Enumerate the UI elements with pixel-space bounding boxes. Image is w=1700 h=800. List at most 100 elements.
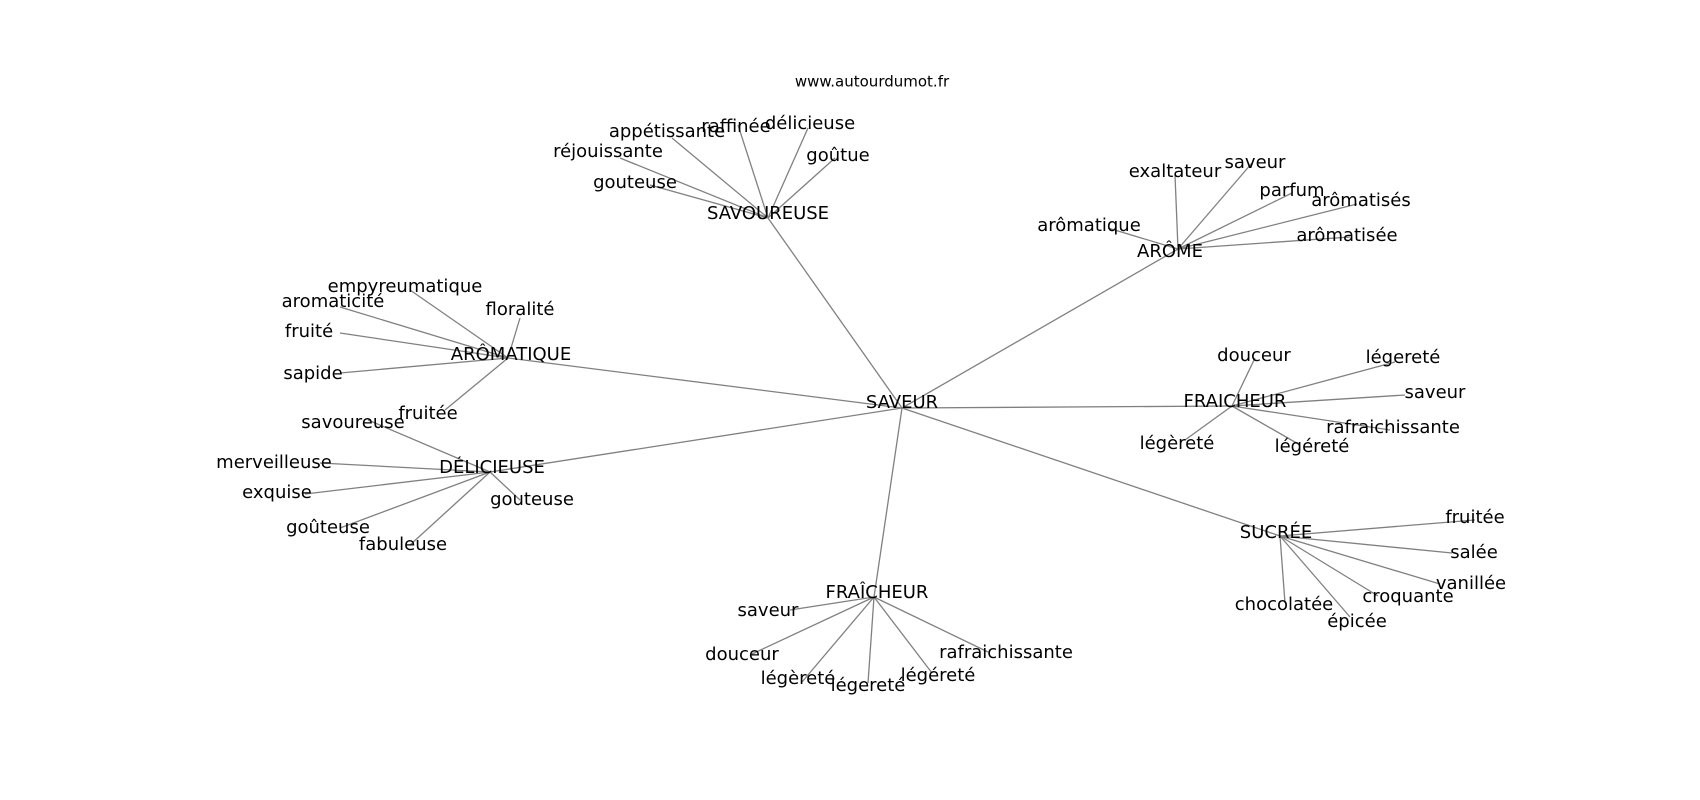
edge-sucree-2 <box>1279 535 1441 585</box>
edge-savoureuse-0 <box>671 137 769 219</box>
word-node-fraicheur1-3[interactable]: rafraichissante <box>1326 417 1460 438</box>
word-node-savoureuse-5[interactable]: gouteuse <box>593 172 677 193</box>
edge-aromatique-3 <box>339 332 509 359</box>
edge-arome-0 <box>1174 174 1179 250</box>
word-node-savoureuse-4[interactable]: goûtue <box>806 145 869 166</box>
word-node-sucree-4[interactable]: chocolatée <box>1235 594 1333 615</box>
site-watermark: www.autourdumot.fr <box>795 73 950 91</box>
word-node-fraicheur2-1[interactable]: douceur <box>705 644 779 665</box>
edge-delicieuse-0 <box>367 419 491 473</box>
word-node-savoureuse-0[interactable]: appétissante <box>609 121 725 142</box>
edge-center-fraicheur2 <box>873 407 903 598</box>
hub-node-fraicheur1[interactable]: FRAICHEUR <box>1184 391 1287 412</box>
word-node-fraicheur2-4[interactable]: légereté <box>831 675 906 696</box>
edge-sucree-4 <box>1279 535 1286 604</box>
word-node-fraicheur1-5[interactable]: légéreté <box>1275 436 1350 457</box>
word-node-aromatique-2[interactable]: floralité <box>486 299 555 320</box>
word-node-delicieuse-3[interactable]: gouteuse <box>490 489 574 510</box>
edge-sucree-5 <box>1279 535 1351 618</box>
word-node-aromatique-5[interactable]: fruitée <box>398 403 457 424</box>
edge-fraicheur1-3 <box>1231 405 1391 431</box>
word-node-savoureuse-1[interactable]: raffinée <box>701 116 770 137</box>
edge-delicieuse-3 <box>489 471 521 501</box>
edge-delicieuse-2 <box>304 471 491 495</box>
word-node-arome-4[interactable]: arômatique <box>1037 215 1141 236</box>
edge-fraicheur2-5 <box>873 596 933 674</box>
edge-sucree-3 <box>1279 535 1379 597</box>
word-node-fraicheur2-0[interactable]: saveur <box>738 600 800 621</box>
edge-savoureuse-3 <box>619 157 769 219</box>
edge-delicieuse-1 <box>319 462 491 473</box>
edge-center-aromatique <box>507 357 903 409</box>
hub-node-arome[interactable]: ARÔME <box>1137 240 1203 262</box>
word-node-arome-2[interactable]: parfum <box>1259 180 1324 201</box>
edge-savoureuse-4 <box>767 157 836 219</box>
edge-arome-2 <box>1177 192 1293 250</box>
word-node-sucree-1[interactable]: salée <box>1450 542 1498 563</box>
word-node-fraicheur1-4[interactable]: légèreté <box>1140 433 1215 454</box>
word-node-delicieuse-5[interactable]: fabuleuse <box>359 534 447 555</box>
graph-edges <box>304 124 1476 684</box>
word-node-fraicheur2-2[interactable]: rafraichissante <box>939 642 1073 663</box>
edge-sucree-0 <box>1279 519 1476 537</box>
word-node-arome-0[interactable]: exaltateur <box>1129 161 1222 182</box>
edge-fraicheur2-1 <box>751 596 875 655</box>
edge-center-delicieuse <box>489 407 903 473</box>
graph-labels: www.autourdumot.fr appétissanteraffinéed… <box>216 73 1506 697</box>
hub-node-sucree[interactable]: SUCRÉE <box>1240 521 1312 543</box>
word-node-fraicheur1-0[interactable]: douceur <box>1217 345 1291 366</box>
hub-node-aromatique[interactable]: ARÔMATIQUE <box>451 343 571 365</box>
hub-node-fraicheur2[interactable]: FRAÎCHEUR <box>826 581 929 603</box>
word-node-arome-5[interactable]: arômatisée <box>1296 225 1397 246</box>
edge-arome-5 <box>1177 236 1351 250</box>
word-node-sucree-5[interactable]: épicée <box>1327 611 1387 632</box>
edge-fraicheur1-5 <box>1231 405 1301 446</box>
word-node-arome-1[interactable]: saveur <box>1225 152 1287 173</box>
edge-aromatique-2 <box>507 317 521 359</box>
edge-fraicheur2-2 <box>873 596 989 653</box>
word-node-aromatique-3[interactable]: fruité <box>285 321 333 342</box>
word-node-delicieuse-0[interactable]: savoureuse <box>301 412 404 433</box>
word-node-aromatique-0[interactable]: empyreumatique <box>328 276 483 297</box>
word-node-delicieuse-2[interactable]: exquise <box>242 482 312 503</box>
edge-aromatique-5 <box>444 357 509 411</box>
word-node-aromatique-1[interactable]: aromaticité <box>282 291 385 312</box>
word-node-fraicheur2-3[interactable]: légèreté <box>761 668 836 689</box>
edge-center-fraicheur1 <box>901 405 1233 409</box>
word-node-fraicheur2-5[interactable]: légéreté <box>901 665 976 686</box>
edge-fraicheur1-4 <box>1184 405 1233 441</box>
edge-center-sucree <box>901 407 1281 537</box>
edge-center-arome <box>901 248 1179 409</box>
edge-delicieuse-5 <box>409 471 491 546</box>
word-node-delicieuse-1[interactable]: merveilleuse <box>216 452 332 473</box>
edge-delicieuse-4 <box>339 471 491 529</box>
edge-fraicheur2-0 <box>789 596 875 611</box>
word-node-sucree-3[interactable]: croquante <box>1362 586 1453 607</box>
edge-savoureuse-2 <box>767 127 809 219</box>
edge-fraicheur1-2 <box>1231 394 1406 407</box>
word-node-fraicheur1-1[interactable]: légereté <box>1366 347 1441 368</box>
word-node-sucree-2[interactable]: vanillée <box>1436 573 1506 594</box>
edge-aromatique-1 <box>339 306 509 359</box>
edge-aromatique-0 <box>409 289 509 359</box>
edge-sucree-1 <box>1279 535 1453 554</box>
edge-arome-4 <box>1107 227 1179 250</box>
hub-node-delicieuse[interactable]: DÉLICIEUSE <box>439 456 545 478</box>
word-node-sucree-0[interactable]: fruitée <box>1445 507 1504 528</box>
edge-center-savoureuse <box>767 217 903 409</box>
edge-arome-3 <box>1177 203 1358 250</box>
word-node-aromatique-4[interactable]: sapide <box>283 363 342 384</box>
edge-aromatique-4 <box>339 357 509 374</box>
center-node[interactable]: SAVEUR <box>866 392 938 413</box>
edge-savoureuse-1 <box>737 124 769 219</box>
hub-node-savoureuse[interactable]: SAVOUREUSE <box>707 203 829 224</box>
edge-fraicheur2-3 <box>801 596 875 683</box>
word-node-arome-3[interactable]: arômatisés <box>1311 190 1411 211</box>
word-node-fraicheur1-2[interactable]: saveur <box>1405 382 1467 403</box>
edge-savoureuse-5 <box>649 184 769 219</box>
word-node-savoureuse-3[interactable]: réjouissante <box>553 141 663 162</box>
word-node-delicieuse-4[interactable]: goûteuse <box>286 517 370 538</box>
word-node-savoureuse-2[interactable]: délicieuse <box>765 113 855 134</box>
edge-fraicheur1-1 <box>1231 361 1396 407</box>
